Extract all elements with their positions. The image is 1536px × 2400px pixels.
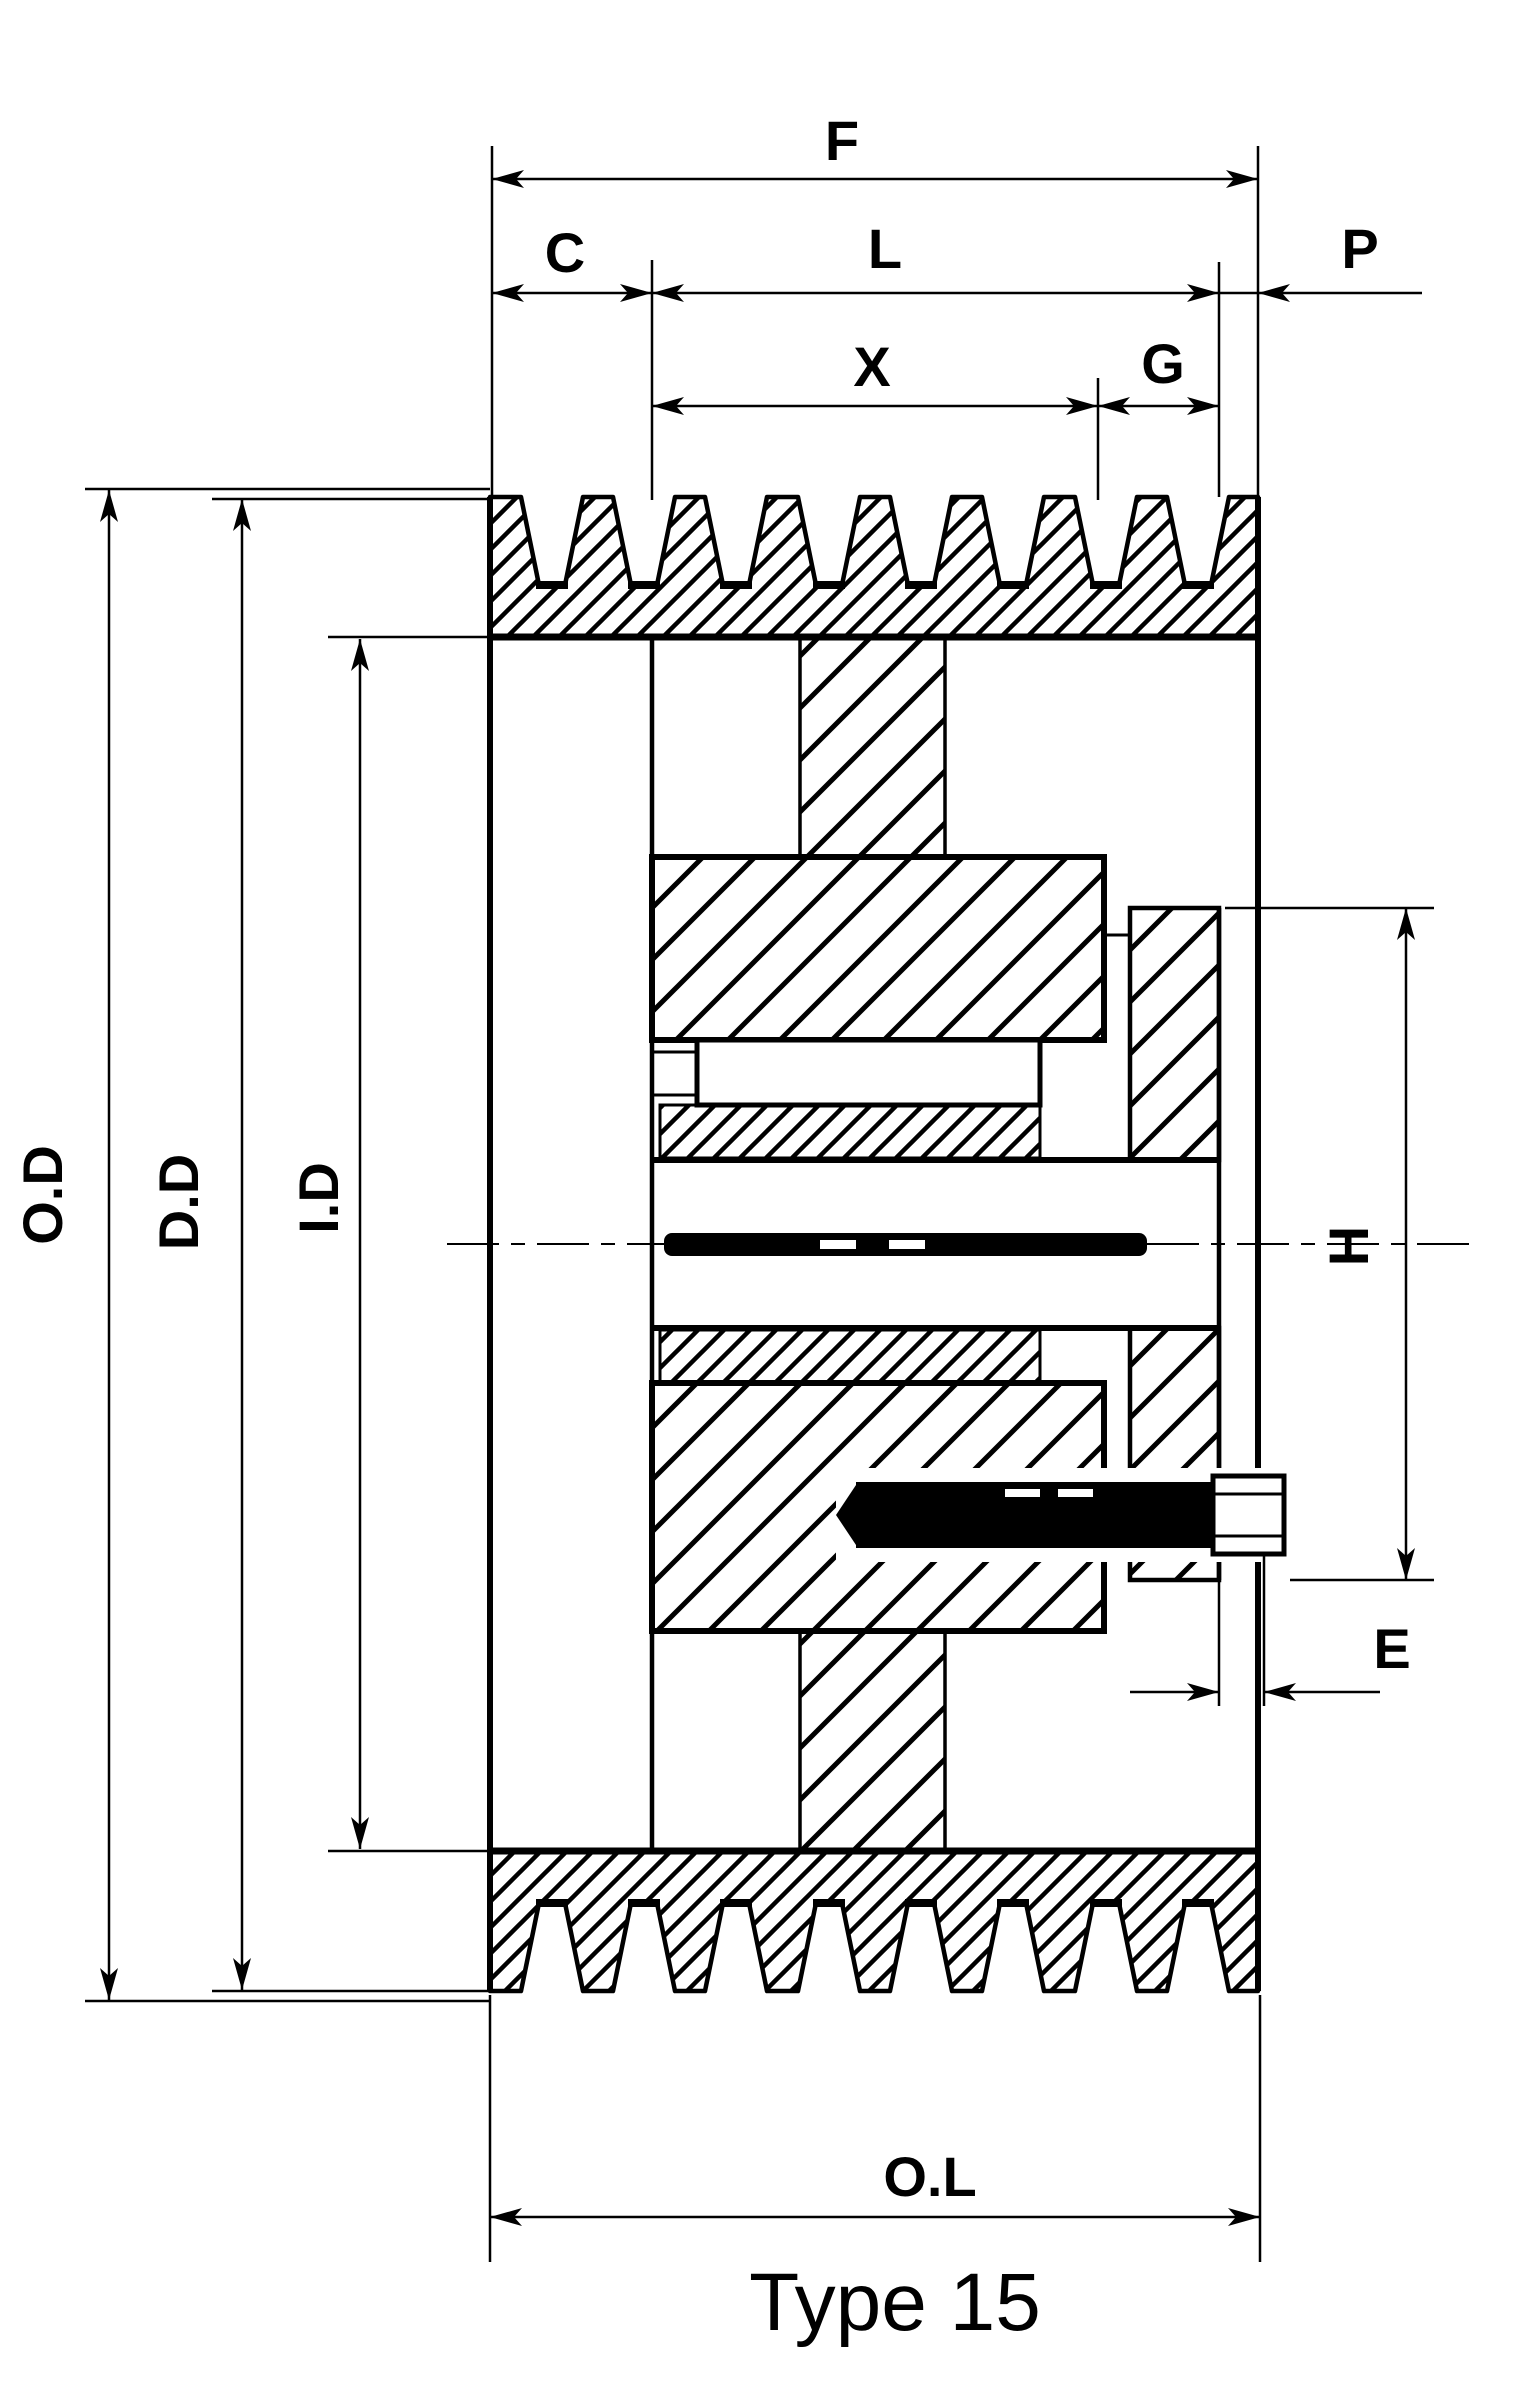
- bushing-taper-lower: [658, 1328, 1042, 1385]
- key: [694, 1037, 1043, 1108]
- drawing-caption: Type 15: [749, 2257, 1041, 2348]
- dimension-labels: F C L P X G O.D D.D I.D H E O.L Type 15: [11, 109, 1411, 2348]
- dim-label-c: C: [545, 221, 585, 284]
- dim-label-ol: O.L: [883, 2145, 976, 2208]
- dim-label-h: H: [1317, 1226, 1380, 1266]
- dim-label-g: G: [1141, 332, 1185, 395]
- dim-label-od: O.D: [11, 1145, 74, 1245]
- pulley-body: [447, 494, 1470, 1994]
- dim-label-f: F: [825, 109, 859, 172]
- dim-label-l: L: [868, 217, 902, 280]
- dimension-arrowheads: [100, 170, 1415, 2226]
- bushing-taper-upper: [658, 1103, 1042, 1160]
- rim-top-grooved-section: [487, 494, 1261, 640]
- web-upper: [798, 635, 947, 859]
- dim-label-id: I.D: [287, 1162, 350, 1234]
- dim-label-dd: D.D: [147, 1154, 210, 1250]
- bushing-split-line: [664, 1233, 1147, 1256]
- web-lower: [798, 1629, 947, 1853]
- dim-label-p: P: [1341, 217, 1378, 280]
- cap-screw: [836, 1468, 1290, 1562]
- bushing-flange-upper: [649, 854, 1107, 1043]
- screw-hex-head: [1210, 1473, 1287, 1557]
- hub-ring-upper: [1127, 905, 1222, 1163]
- dimension-lines: [85, 146, 1434, 2262]
- dim-label-x: X: [853, 335, 890, 398]
- key-step-profile: [652, 1050, 697, 1097]
- rim-bottom-grooved-section: [487, 1848, 1261, 1994]
- dim-label-e: E: [1373, 1617, 1410, 1680]
